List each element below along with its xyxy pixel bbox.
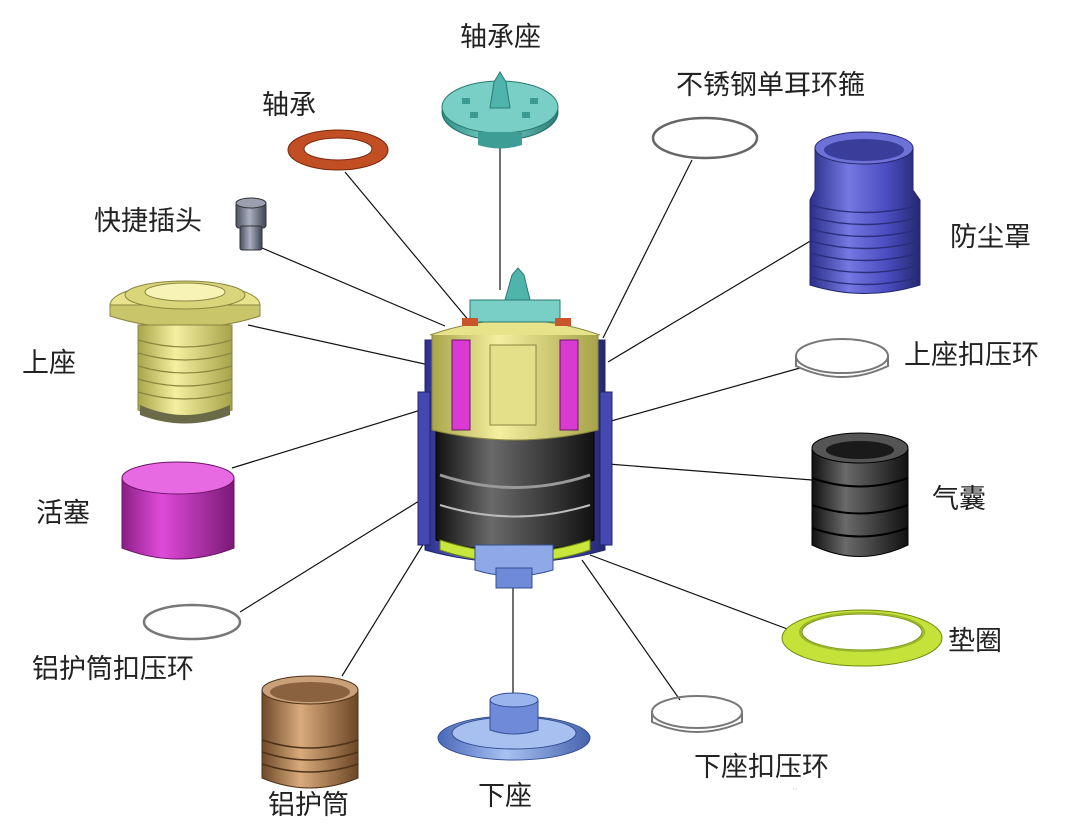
bearing-seat-part (441, 71, 559, 149)
upper-seat-part (109, 280, 261, 424)
leader-quick-connector (261, 247, 446, 327)
bearing-part (287, 129, 389, 171)
label-quick-connector: 快捷插头 (94, 206, 202, 237)
label-guard-crimp-ring: 铝护筒扣压环 (32, 654, 194, 685)
clamp-part (651, 116, 759, 160)
leader-clamp (602, 159, 693, 339)
leader-gasket (589, 554, 791, 631)
leader-bearing (344, 171, 471, 323)
label-piston: 活塞 (36, 498, 90, 529)
central-assembly (417, 267, 613, 589)
label-upper-crimp-ring: 上座扣压环 (904, 340, 1039, 371)
upper-crimp-ring-part (795, 338, 889, 378)
lower-crimp-ring-part (651, 695, 743, 733)
corner-mark: ·· (792, 785, 798, 795)
air-bag-part (811, 432, 909, 557)
label-air-bag: 气囊 (932, 484, 986, 515)
label-gasket: 垫圈 (948, 626, 1002, 657)
gasket-part (781, 609, 943, 667)
leader-air-bag (607, 463, 813, 481)
piston-part (121, 461, 235, 560)
label-lower-crimp-ring: 下座扣压环 (694, 752, 829, 783)
quick-connector-part (235, 197, 267, 251)
guard-crimp-ring-part (142, 603, 242, 641)
lower-seat-part (437, 692, 591, 761)
label-upper-seat: 上座 (22, 348, 76, 379)
label-clamp: 不锈钢单耳环箍 (676, 70, 865, 101)
aluminum-guard-part (261, 675, 359, 789)
leader-guard-crimp-ring (239, 487, 441, 613)
leader-dust-cover (607, 239, 813, 363)
leader-aluminum-guard (341, 529, 433, 677)
label-bearing: 轴承 (262, 90, 316, 121)
label-lower-seat: 下座 (478, 781, 532, 812)
label-aluminum-guard: 铝护筒 (268, 790, 349, 821)
dust-cover-part (809, 131, 921, 294)
leader-lower-crimp-ring (581, 559, 681, 701)
label-dust-cover: 防尘罩 (950, 222, 1031, 253)
label-bearing-seat: 轴承座 (460, 22, 541, 53)
leader-lines (231, 148, 813, 701)
